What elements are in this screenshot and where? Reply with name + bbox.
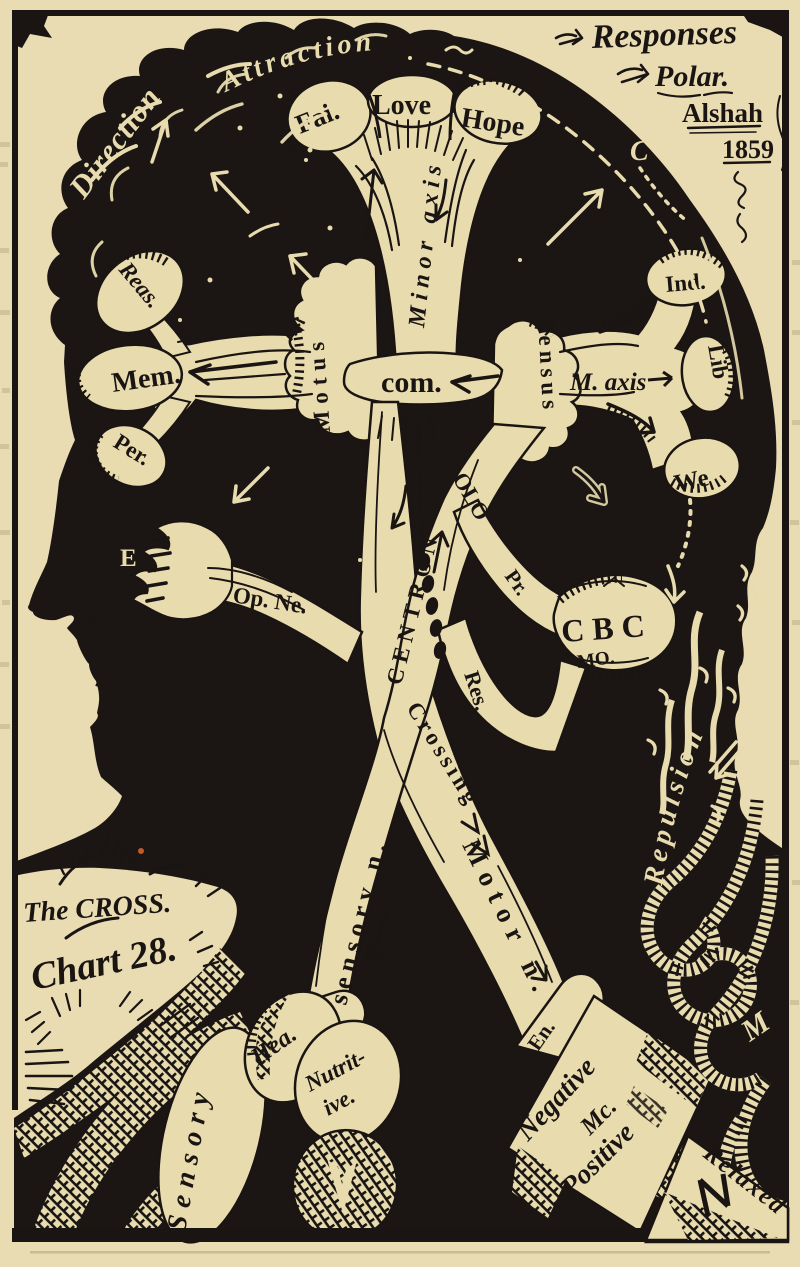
svg-text:Polar.: Polar. (654, 60, 729, 93)
svg-text:Alshah: Alshah (682, 98, 763, 128)
svg-text:com.: com. (381, 366, 442, 399)
svg-text:1859: 1859 (722, 135, 774, 164)
svg-text:Love: Love (372, 90, 431, 121)
svg-text:E: E (120, 545, 137, 572)
svg-text:Ind.: Ind. (664, 269, 706, 297)
svg-text:C: C (630, 136, 649, 167)
svg-text:C B C: C B C (560, 607, 646, 649)
svg-text:Responses: Responses (590, 14, 738, 56)
